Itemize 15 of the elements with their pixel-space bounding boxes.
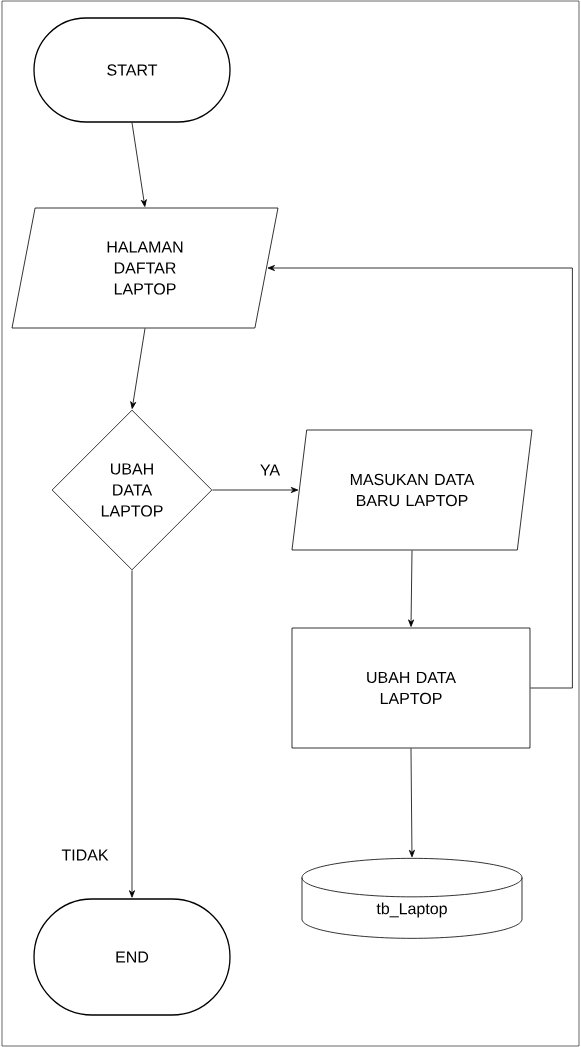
- arrow: [267, 265, 573, 689]
- arrow: [130, 328, 146, 409]
- edge-label: YA: [258, 463, 282, 477]
- process-box: UBAH DATA LAPTOP: [291, 627, 531, 749]
- input-output-box: HALAMAN DAFTAR LAPTOP: [11, 207, 279, 329]
- end-terminal: END: [33, 898, 231, 1016]
- arrow: [212, 487, 299, 493]
- arrow: [129, 570, 135, 898]
- arrow: [408, 748, 415, 858]
- edge-label: TIDAK: [60, 848, 110, 862]
- input-output-box: MASUKAN DATA BARU LAPTOP: [291, 429, 533, 551]
- arrow: [131, 122, 147, 207]
- database-cylinder: tb_Laptop: [301, 857, 523, 939]
- start-terminal: START: [33, 17, 231, 123]
- arrow: [408, 550, 415, 627]
